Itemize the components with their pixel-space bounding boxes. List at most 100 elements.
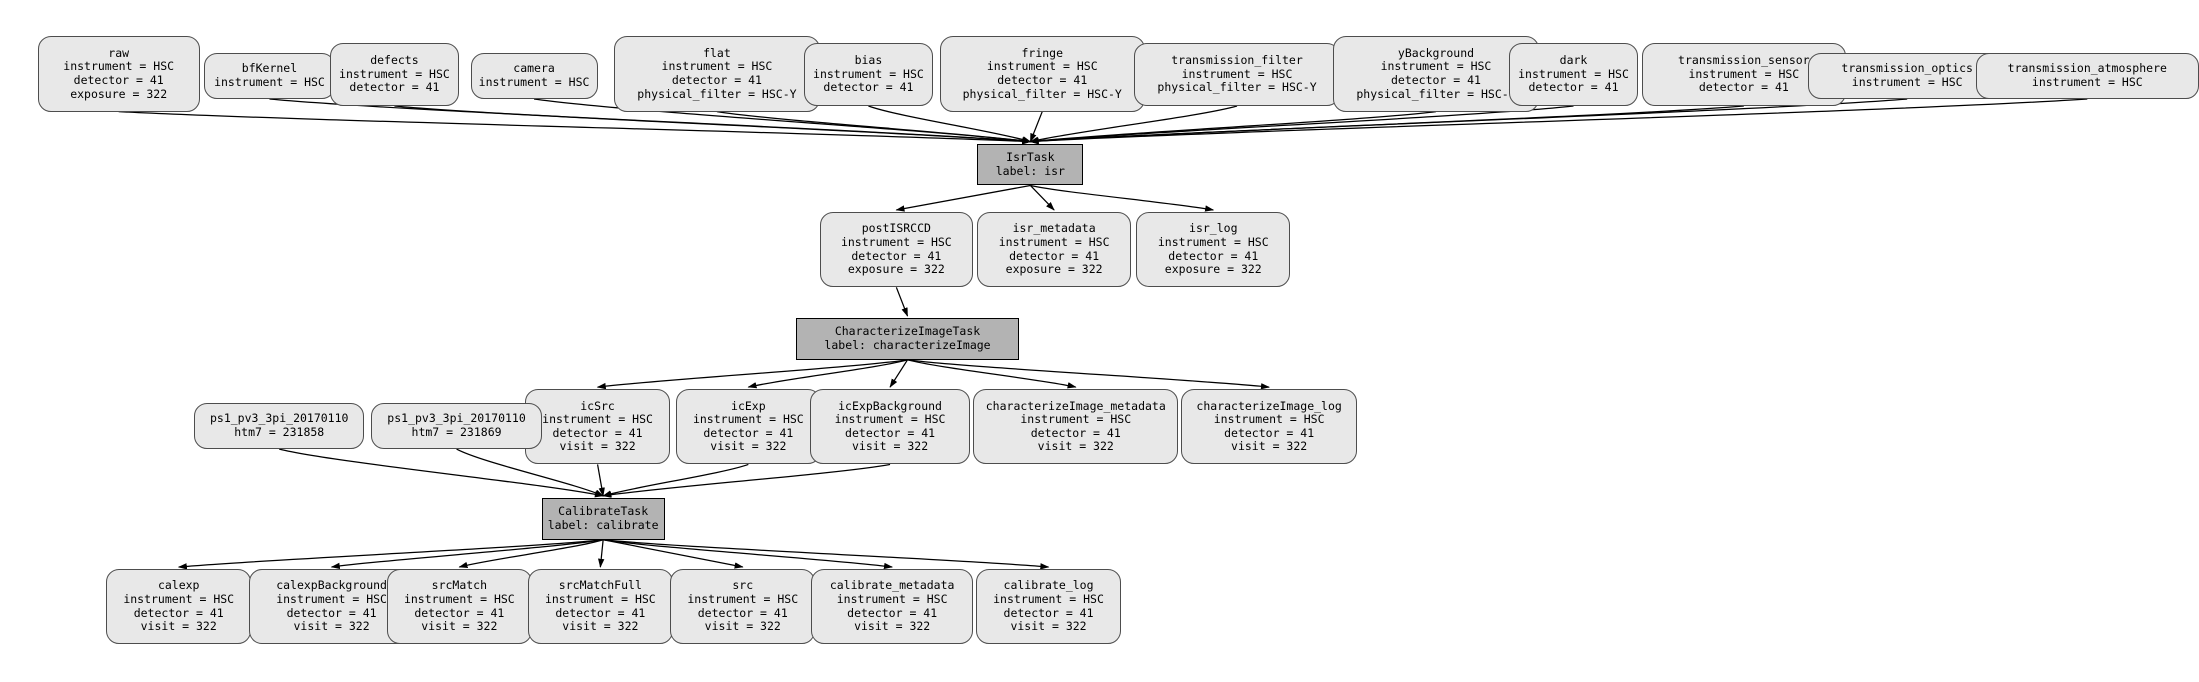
node-dimension: visit = 322	[421, 619, 498, 634]
node-dimension: visit = 322	[704, 619, 781, 634]
node-dimension: detector = 41	[823, 80, 914, 95]
node-title: icSrc	[580, 398, 615, 413]
edge-IsrTask-to-isr_metadata	[1029, 185, 1055, 211]
node-dimension: visit = 322	[559, 439, 636, 454]
node-dimension: instrument = HSC	[403, 592, 515, 607]
node-dimension: instrument = HSC	[661, 59, 773, 74]
node-dimension: instrument = HSC	[1380, 59, 1492, 74]
node-dimension: exposure = 322	[847, 262, 945, 277]
node-title: postISRCCD	[861, 221, 931, 236]
node-dimension: detector = 41	[133, 605, 224, 620]
node-title: transmission_atmosphere	[2007, 61, 2167, 76]
node-dimension: detector = 41	[997, 72, 1088, 87]
node-title: calibrate_metadata	[829, 578, 955, 593]
node-dimension: detector = 41	[1009, 248, 1100, 263]
node-title: ps1_pv3_3pi_20170110	[387, 411, 526, 426]
node-dimension: physical_filter = HSC-Y	[1157, 80, 1317, 95]
node-dimension: instrument = HSC	[276, 592, 387, 607]
node-dimension: instrument = HSC	[478, 74, 590, 89]
node-dimension: instrument = HSC	[1851, 74, 1963, 89]
node-dimension: instrument = HSC	[339, 66, 450, 81]
node-dimension: visit = 322	[1037, 439, 1114, 454]
edge-CharacterizeImageTask-to-characterizeImage_log	[907, 359, 1270, 390]
node-dimension: visit = 322	[1231, 439, 1308, 454]
node-dimension: detector = 41	[1030, 425, 1121, 440]
node-dimension: instrument = HSC	[1157, 235, 1269, 250]
node-title: CalibrateTask	[558, 504, 649, 519]
node-dimension: instrument = HSC	[993, 592, 1104, 607]
node-dimension: instrument = HSC	[542, 412, 653, 427]
node-title: IsrTask	[1006, 149, 1055, 164]
node-title: flat	[703, 45, 731, 60]
node-title: bias	[854, 53, 883, 68]
node-dimension: instrument = HSC	[1181, 66, 1293, 81]
node-dimension: label: calibrate	[547, 517, 659, 532]
node-dimension: detector = 41	[1224, 425, 1315, 440]
edge-CalibrateTask-to-calexpBackground	[330, 539, 604, 570]
node-title: fringe	[1021, 45, 1064, 60]
node-dimension: detector = 41	[555, 605, 646, 620]
node-dimension: instrument = HSC	[2031, 74, 2143, 89]
node-dimension: instrument = HSC	[836, 592, 948, 607]
node-dimension: detector = 41	[703, 425, 794, 440]
edge-icSrc-to-CalibrateTask	[596, 464, 605, 497]
node-dimension: exposure = 322	[1005, 262, 1103, 277]
node-dimension: instrument = HSC	[1688, 66, 1800, 81]
node-dimension: visit = 322	[710, 439, 787, 454]
node-title: yBackground	[1397, 45, 1475, 60]
node-dimension: detector = 41	[1003, 605, 1094, 620]
node-title: dark	[1559, 53, 1588, 68]
node-dimension: detector = 41	[1528, 80, 1619, 95]
node-title: transmission_sensor	[1678, 53, 1810, 68]
node-dimension: instrument = HSC	[63, 59, 175, 74]
edge-CharacterizeImageTask-to-icExpBackground	[889, 359, 909, 388]
edge-fringe-to-IsrTask	[1029, 111, 1043, 143]
node-dimension: visit = 322	[854, 619, 931, 634]
node-dimension: detector = 41	[286, 605, 377, 620]
node-title: transmission_filter	[1171, 53, 1303, 68]
node-dimension: detector = 41	[1168, 248, 1259, 263]
edge-CharacterizeImageTask-to-icSrc	[596, 359, 908, 390]
node-dimension: detector = 41	[1698, 80, 1789, 95]
edge-yBackground-to-IsrTask	[1029, 110, 1437, 144]
node-dimension: physical_filter = HSC-Y	[962, 86, 1122, 101]
edge-IsrTask-to-postISRCCD	[895, 184, 1031, 212]
edge-CalibrateTask-to-calexp	[177, 539, 604, 570]
node-title: icExp	[731, 398, 766, 413]
node-dimension: detector = 41	[851, 248, 942, 263]
node-dimension: instrument = HSC	[214, 74, 325, 89]
node-dimension: exposure = 322	[1164, 262, 1262, 277]
node-dimension: visit = 322	[140, 619, 217, 634]
